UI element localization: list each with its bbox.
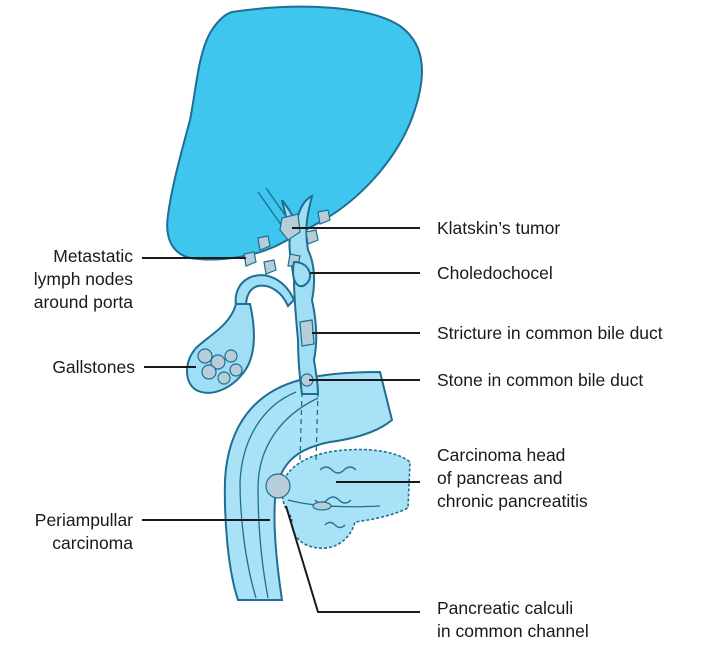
label-metastatic-1: Metastatic — [53, 246, 133, 266]
label-metastatic-3: around porta — [34, 292, 134, 312]
label-carcinoma-head-2: of pancreas and — [437, 468, 563, 488]
label-calculi-1: Pancreatic calculi — [437, 598, 573, 618]
label-carcinoma-head-3: chronic pancreatitis — [437, 491, 588, 511]
stricture — [300, 320, 314, 346]
periampullar-mass — [266, 474, 290, 498]
label-stricture: Stricture in common bile duct — [437, 323, 663, 343]
label-klatskin: Klatskin’s tumor — [437, 218, 560, 238]
label-periampullar-1: Periampullar — [35, 510, 133, 530]
pancreas — [282, 450, 410, 549]
label-stone-cbd: Stone in common bile duct — [437, 370, 643, 390]
label-choledochocel: Choledochocel — [437, 263, 553, 283]
label-periampullar-2: carcinoma — [52, 533, 133, 553]
pancreatic-calculus — [313, 502, 331, 510]
label-carcinoma-head-1: Carcinoma head — [437, 445, 565, 465]
label-calculi-2: in common channel — [437, 621, 589, 641]
cystic-duct — [236, 275, 294, 306]
label-gallstones: Gallstones — [52, 357, 135, 377]
label-metastatic-2: lymph nodes — [34, 269, 133, 289]
